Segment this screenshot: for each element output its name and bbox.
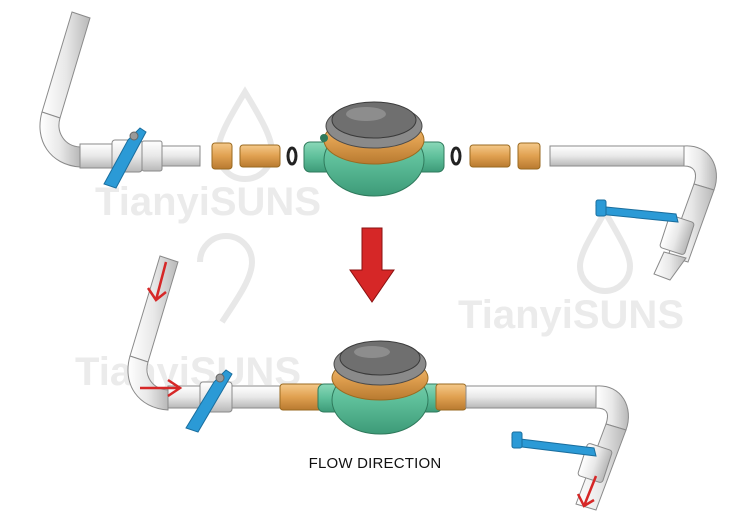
bottom-left-elbow	[127, 355, 169, 411]
top-left-pipe-stub	[161, 145, 201, 167]
top-right-brass-tailpiece	[469, 144, 511, 168]
bottom-water-meter	[317, 340, 443, 435]
bottom-right-elbow	[595, 385, 629, 431]
top-right-gasket	[450, 146, 462, 166]
assembly-down-arrow	[349, 227, 395, 303]
top-exploded-assembly	[39, 11, 717, 281]
top-left-gasket	[286, 146, 298, 166]
watermark-text-2: TianyiSUNS	[458, 293, 684, 337]
top-left-brass-nut	[211, 142, 233, 170]
bottom-right-valve-handle	[511, 437, 597, 457]
watermark-text-1: TianyiSUNS	[95, 180, 321, 224]
bottom-right-horizontal-pipe	[465, 385, 597, 409]
bottom-installed-assembly	[127, 255, 629, 511]
top-water-meter	[303, 101, 445, 197]
top-right-elbow	[683, 145, 717, 191]
bottom-left-valve-handle	[185, 369, 233, 433]
flow-arrow-down-right	[576, 475, 598, 508]
top-right-valve-body	[659, 215, 695, 255]
top-left-brass-tailpiece	[239, 144, 281, 168]
top-left-vertical-pipe	[41, 11, 91, 119]
top-right-brass-nut	[517, 142, 541, 170]
top-left-valve-handle	[103, 127, 147, 189]
top-right-horizontal-pipe	[549, 145, 685, 167]
flow-direction-caption: FLOW DIRECTION	[308, 455, 442, 472]
bottom-left-vertical-pipe	[129, 255, 179, 363]
bottom-left-brass-coupling	[279, 383, 325, 411]
flow-arrow-right	[140, 378, 183, 398]
top-right-pipe-end	[653, 251, 687, 281]
watermark-group: TianyiSUNS TianyiSUNS TianyiSUNS	[75, 86, 684, 394]
flow-arrow-down-left	[146, 261, 168, 302]
watermark-drop-icon	[197, 86, 634, 324]
bottom-right-brass-coupling	[435, 383, 467, 411]
top-left-elbow	[39, 111, 81, 168]
top-left-valve-nut	[141, 140, 163, 172]
